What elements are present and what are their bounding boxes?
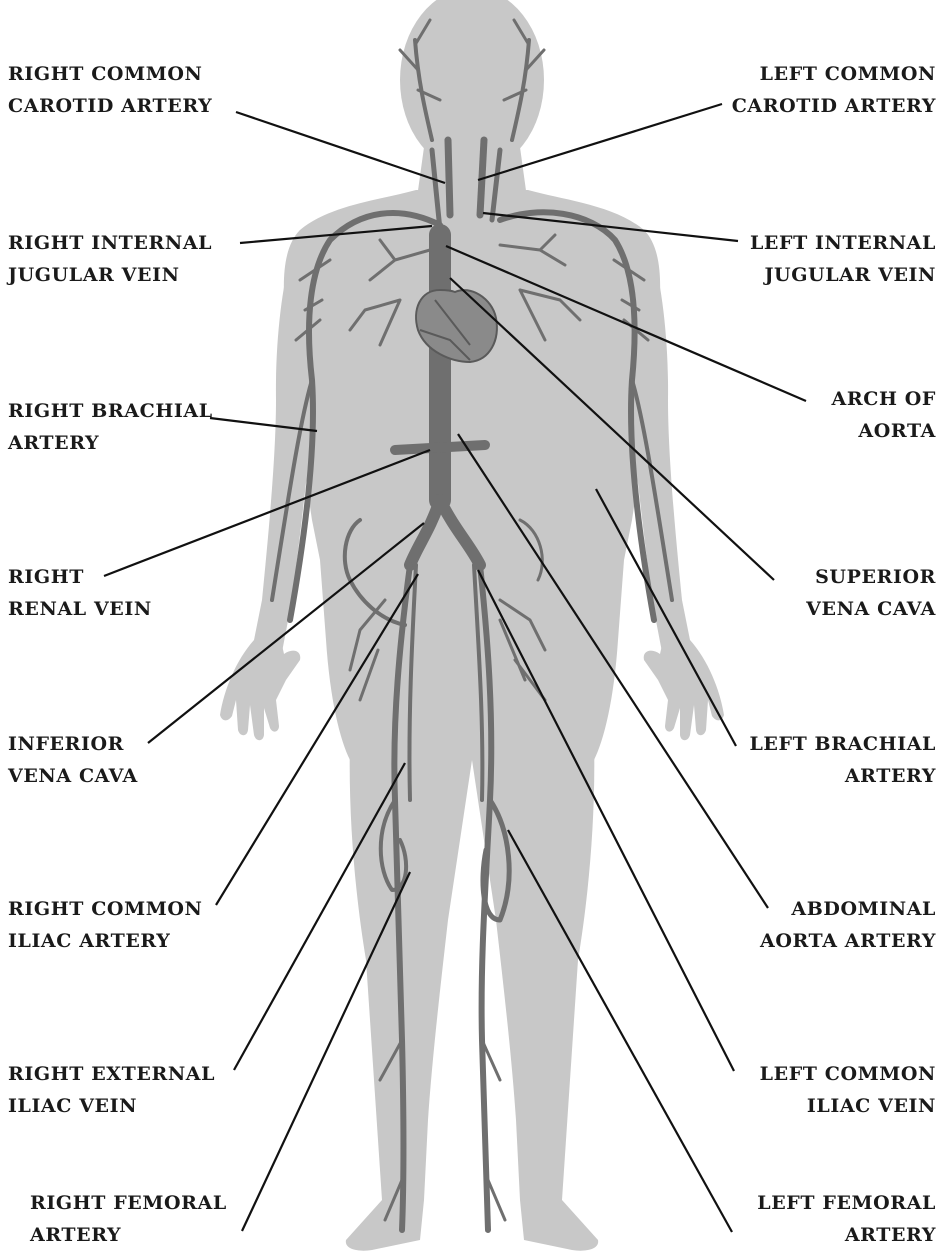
label-right-external-iliac-vein: RIGHT EXTERNAL ILIAC VEIN	[8, 1058, 215, 1122]
label-line: ILIAC VEIN	[8, 1090, 215, 1122]
label-line: LEFT COMMON	[760, 1058, 936, 1090]
label-right-common-carotid-artery: RIGHT COMMON CAROTID ARTERY	[8, 58, 212, 122]
label-line: AORTA ARTERY	[760, 925, 936, 957]
label-line: JUGULAR VEIN	[750, 259, 936, 291]
label-line: RIGHT EXTERNAL	[8, 1058, 215, 1090]
label-left-brachial-artery: LEFT BRACHIAL ARTERY	[749, 728, 936, 792]
label-line: LEFT COMMON	[732, 58, 936, 90]
label-line: CAROTID ARTERY	[8, 90, 212, 122]
label-right-common-iliac-artery: RIGHT COMMON ILIAC ARTERY	[8, 893, 202, 957]
label-line: RIGHT FEMORAL	[30, 1187, 227, 1219]
label-line: ARTERY	[749, 760, 936, 792]
label-right-femoral-artery: RIGHT FEMORAL ARTERY	[30, 1187, 227, 1251]
label-line: ILIAC VEIN	[760, 1090, 936, 1122]
label-line: ARCH OF	[832, 383, 936, 415]
label-left-internal-jugular-vein: LEFT INTERNAL JUGULAR VEIN	[750, 227, 936, 291]
label-line: ARTERY	[757, 1219, 936, 1251]
label-line: RENAL VEIN	[8, 593, 152, 625]
label-inferior-vena-cava: INFERIOR VENA CAVA	[8, 728, 138, 792]
label-line: AORTA	[832, 415, 936, 447]
label-abdominal-aorta-artery: ABDOMINAL AORTA ARTERY	[760, 893, 936, 957]
label-line: LEFT INTERNAL	[750, 227, 936, 259]
label-line: RIGHT COMMON	[8, 58, 212, 90]
label-line: RIGHT	[8, 561, 152, 593]
label-line: LEFT FEMORAL	[757, 1187, 936, 1219]
label-arch-of-aorta: ARCH OF AORTA	[832, 383, 936, 447]
label-line: LEFT BRACHIAL	[749, 728, 936, 760]
label-line: ILIAC ARTERY	[8, 925, 202, 957]
label-line: CAROTID ARTERY	[732, 90, 936, 122]
label-left-femoral-artery: LEFT FEMORAL ARTERY	[757, 1187, 936, 1251]
label-superior-vena-cava: SUPERIOR VENA CAVA	[806, 561, 936, 625]
label-right-internal-jugular-vein: RIGHT INTERNAL JUGULAR VEIN	[8, 227, 212, 291]
label-line: VENA CAVA	[8, 760, 138, 792]
label-line: JUGULAR VEIN	[8, 259, 212, 291]
label-right-renal-vein: RIGHT RENAL VEIN	[8, 561, 152, 625]
label-line: SUPERIOR	[806, 561, 936, 593]
label-line: RIGHT INTERNAL	[8, 227, 212, 259]
label-line: INFERIOR	[8, 728, 138, 760]
label-line: VENA CAVA	[806, 593, 936, 625]
label-left-common-iliac-vein: LEFT COMMON ILIAC VEIN	[760, 1058, 936, 1122]
label-line: ARTERY	[30, 1219, 227, 1251]
label-line: ABDOMINAL	[760, 893, 936, 925]
label-line: RIGHT COMMON	[8, 893, 202, 925]
label-right-brachial-artery: RIGHT BRACHIAL ARTERY	[8, 395, 213, 459]
label-left-common-carotid-artery: LEFT COMMON CAROTID ARTERY	[732, 58, 936, 122]
label-line: RIGHT BRACHIAL	[8, 395, 213, 427]
label-line: ARTERY	[8, 427, 213, 459]
